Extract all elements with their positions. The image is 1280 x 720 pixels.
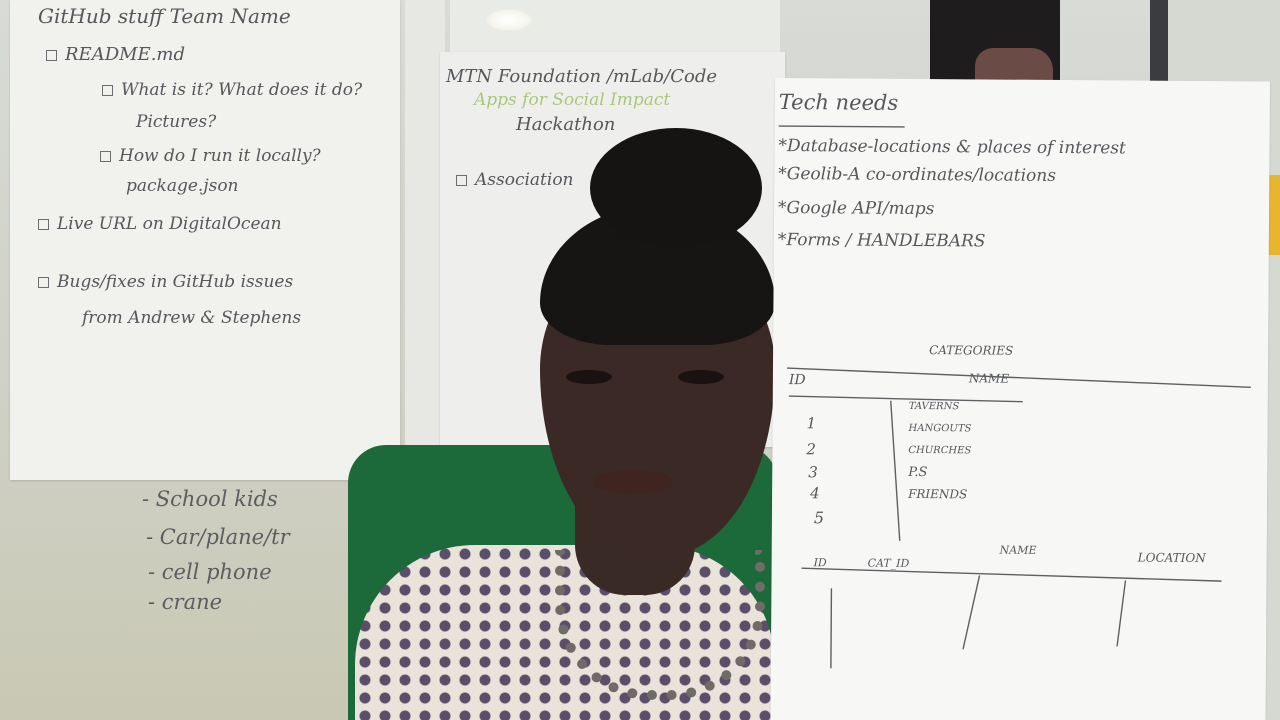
middle-heading-2: Apps for Social Impact — [474, 90, 671, 110]
table1-header-rule — [788, 395, 1023, 403]
middle-heading-3: Hackathon — [516, 114, 616, 135]
table-rules — [778, 125, 1251, 669]
chain-necklace — [555, 550, 765, 700]
left-item-run-locally: How do I run it locally? — [100, 146, 321, 166]
middle-item-association: Association — [456, 170, 574, 190]
left-flipchart: GitHub stuff Team Name README.md What is… — [10, 0, 400, 480]
lower-list-item: - School kids — [142, 487, 278, 511]
table1-column-rule — [890, 400, 901, 541]
lips — [593, 470, 673, 494]
door-edge — [1150, 0, 1168, 88]
table2-column-rule — [1116, 580, 1127, 647]
left-item-bugs: Bugs/fixes in GitHub issues — [38, 272, 293, 292]
left-item-package: package.json — [126, 176, 239, 196]
right-eye — [678, 370, 724, 384]
title-underline — [778, 125, 905, 128]
left-eye — [566, 370, 612, 384]
left-item-pictures: Pictures? — [136, 112, 217, 132]
middle-heading-1: MTN Foundation /mLab/Code — [446, 66, 718, 87]
lower-list-item: - Car/plane/tr — [146, 525, 290, 549]
left-chart-title: GitHub stuff Team Name — [38, 4, 291, 28]
table2-column-rule — [962, 575, 981, 650]
left-item-from: from Andrew & Stephens — [82, 308, 302, 328]
checkbox-icon — [38, 219, 49, 230]
checkbox-icon — [100, 151, 111, 162]
checkbox-icon — [46, 49, 57, 61]
checkbox-icon — [38, 277, 49, 288]
checkbox-icon — [102, 85, 113, 96]
hair-bun — [590, 128, 762, 248]
lower-list-item: - cell phone — [148, 560, 272, 584]
tech-needs-paper: Tech needs *Database-locations & places … — [770, 78, 1270, 720]
table2-header-rule — [801, 567, 1222, 582]
left-item-what: What is it? What does it do? — [102, 80, 362, 100]
left-item-readme: README.md — [46, 44, 185, 65]
ceiling-lamp — [486, 9, 532, 31]
table2-column-rule — [830, 588, 833, 669]
lower-list-item: - crane — [148, 590, 223, 614]
table1-top-rule — [786, 367, 1251, 389]
pillar — [405, 0, 445, 480]
left-item-live-url: Live URL on DigitalOcean — [38, 214, 282, 234]
checkbox-icon — [456, 175, 467, 186]
